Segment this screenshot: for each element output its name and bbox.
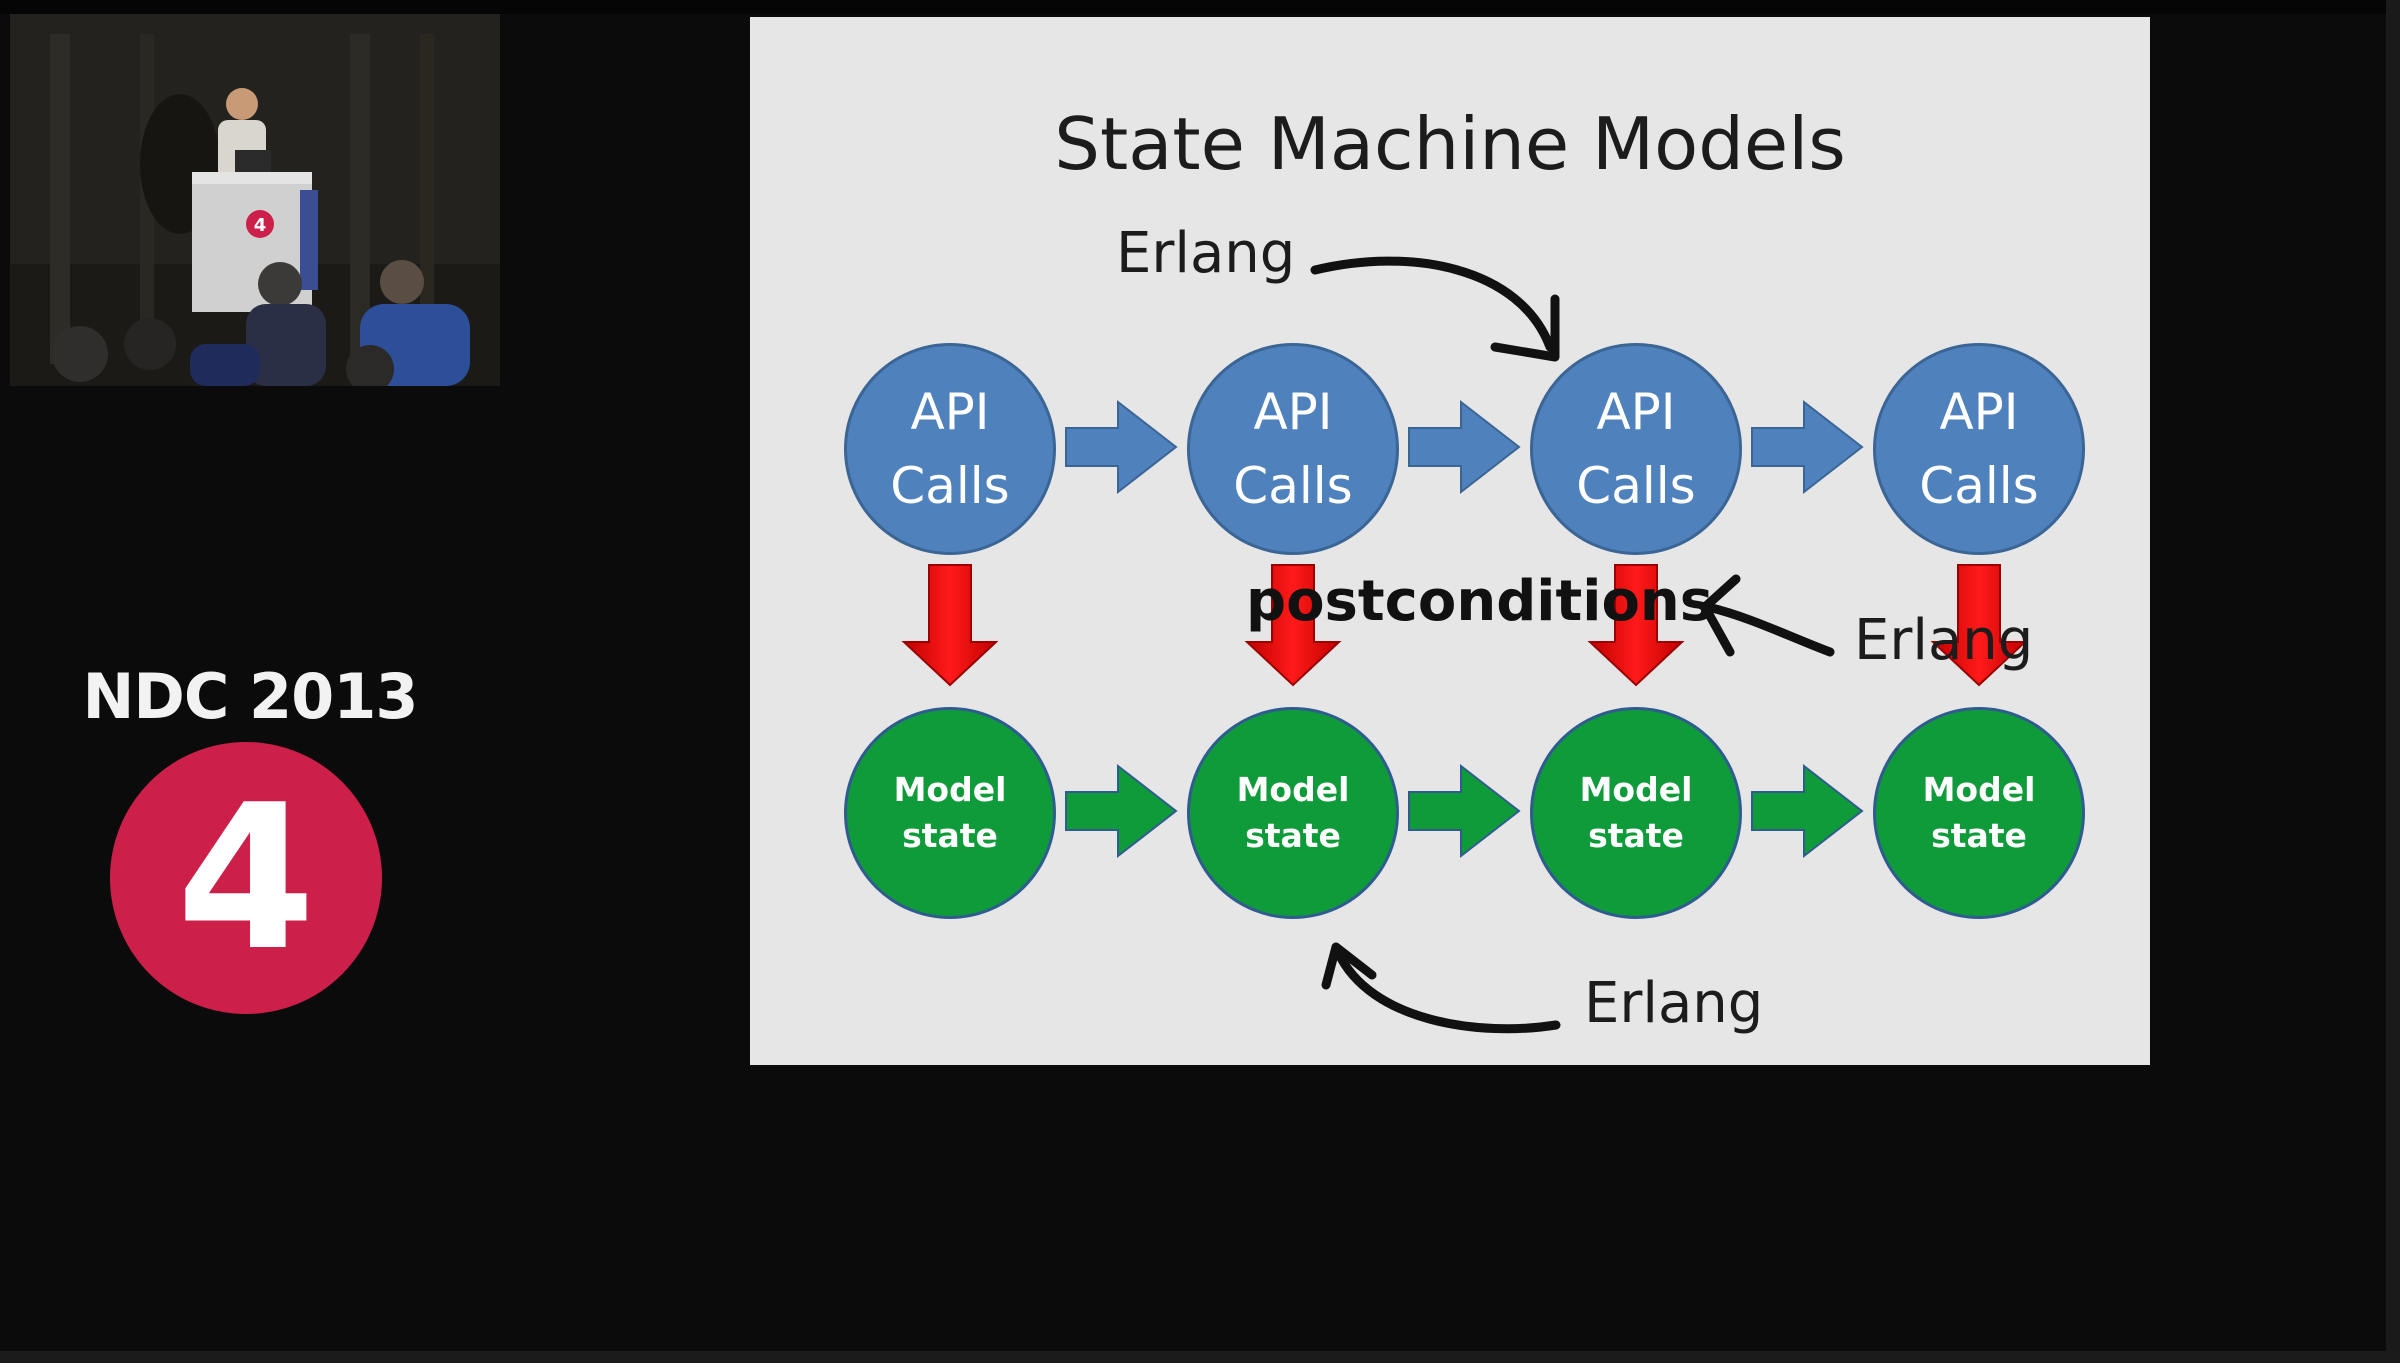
podium-logo-badge <box>246 210 274 238</box>
model-state-node-3: Model state <box>1530 707 1742 919</box>
down-arrow-2 <box>1244 564 1342 687</box>
api-calls-node-4: API Calls <box>1873 343 2085 555</box>
model-state-node-2: Model state <box>1187 707 1399 919</box>
model-arrow-2 <box>1408 763 1521 859</box>
model-state-label-1: Model state <box>893 770 1007 855</box>
ndc-logo-number: 4 <box>176 761 316 995</box>
api-calls-label-1: API Calls <box>890 383 1010 515</box>
model-state-label-3: Model state <box>1579 770 1693 855</box>
api-calls-label-3: API Calls <box>1576 383 1696 515</box>
api-calls-node-3: API Calls <box>1530 343 1742 555</box>
presentation-slide: State Machine Models <box>750 17 2150 1065</box>
speaker-camera-inset: 4 <box>10 14 500 386</box>
video-bottom-edge <box>0 1351 2400 1363</box>
api-calls-node-1: API Calls <box>844 343 1056 555</box>
handdrawn-arrow-top <box>1310 256 1555 352</box>
model-state-label-2: Model state <box>1236 770 1350 855</box>
handdrawn-arrowhead-right <box>1700 574 1741 657</box>
slide-title: State Machine Models <box>1054 102 1846 186</box>
model-arrow-3 <box>1751 763 1864 859</box>
ndc-logo-badge: 4 <box>110 742 382 1014</box>
erlang-label-bottom: Erlang <box>1584 971 1764 1036</box>
down-arrow-1 <box>901 564 999 687</box>
podium-logo-number: 4 <box>254 215 267 236</box>
handdrawn-arrow-bottom <box>1333 947 1561 1034</box>
api-arrow-2 <box>1408 399 1521 495</box>
camera-scene: 4 <box>10 14 500 386</box>
down-arrow-3 <box>1587 564 1685 687</box>
slide-arrows <box>901 256 2028 1034</box>
api-arrow-3 <box>1751 399 1864 495</box>
ndc-logo-title: NDC 2013 <box>82 660 419 733</box>
erlang-label-right: Erlang <box>1854 608 2034 673</box>
model-state-node-1: Model state <box>844 707 1056 919</box>
model-state-label-4: Model state <box>1922 770 2036 855</box>
erlang-label-top: Erlang <box>1116 221 1296 286</box>
video-top-bar <box>0 0 2400 14</box>
model-state-node-4: Model state <box>1873 707 2085 919</box>
video-right-edge <box>2386 0 2400 1363</box>
model-arrow-1 <box>1065 763 1178 859</box>
handdrawn-arrowhead-top <box>1490 294 1560 362</box>
postconditions-label: postconditions <box>1246 569 1714 634</box>
handdrawn-arrowhead-bottom <box>1321 942 1377 990</box>
api-arrow-1 <box>1065 399 1178 495</box>
handdrawn-arrow-right <box>1703 602 1835 657</box>
down-arrow-4 <box>1930 564 2028 687</box>
api-calls-label-4: API Calls <box>1919 383 2039 515</box>
api-calls-label-2: API Calls <box>1233 383 1353 515</box>
api-calls-node-2: API Calls <box>1187 343 1399 555</box>
